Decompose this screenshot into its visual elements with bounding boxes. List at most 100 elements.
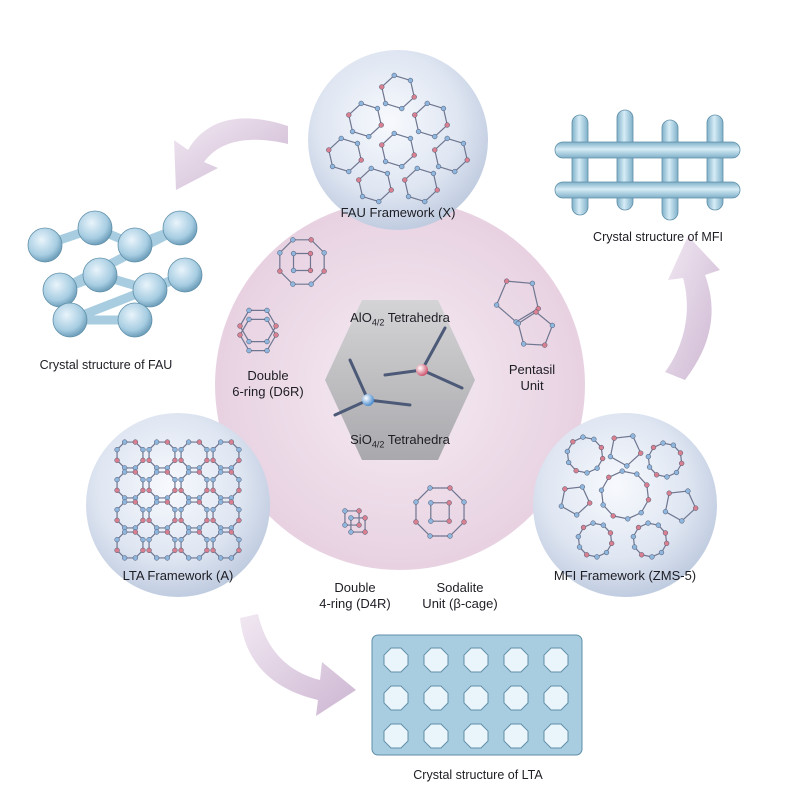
sodalite-atom xyxy=(427,533,433,539)
mfi-ring-atom xyxy=(635,524,642,531)
lta-ring-atom xyxy=(228,469,235,475)
mfi-ring-atom xyxy=(598,487,605,493)
lta-ring-atom xyxy=(114,487,120,494)
mfi-ring-atom xyxy=(594,554,600,560)
fau-ring-atom xyxy=(407,77,414,84)
mfi-framework-sphere xyxy=(533,413,717,597)
fau-ring-atom xyxy=(384,170,391,177)
lta-ring-atom xyxy=(146,446,152,453)
fau-ring-atom xyxy=(374,105,381,112)
fau-ring-atom xyxy=(358,157,364,163)
mfi-ring-atom xyxy=(638,450,644,456)
lta-ring-atom xyxy=(114,476,120,483)
lta-ring-atom xyxy=(164,469,171,475)
sodalite-unit xyxy=(413,485,467,539)
fau-crystal-cage xyxy=(162,210,198,246)
lta-ring-atom xyxy=(132,555,139,561)
lta-ring-atom xyxy=(146,506,152,513)
lta-ring-atom xyxy=(210,547,216,554)
fau-ring-atom xyxy=(359,193,366,200)
d4r-label: Double 4-ring (D4R) xyxy=(319,580,391,613)
mfi-ring-atom xyxy=(644,482,650,488)
lta-ring-atom xyxy=(210,476,216,483)
lta-ring-atom xyxy=(146,487,152,494)
mfi-ring-atom xyxy=(630,533,636,540)
fau-ring-atom xyxy=(432,133,438,140)
lta-ring-atom xyxy=(132,529,139,535)
pentasil-label-line2: Unit xyxy=(520,378,544,394)
fau-ring-atom xyxy=(440,105,447,112)
sodalite-unit-top xyxy=(277,237,327,287)
mfi-ring-atom xyxy=(662,508,669,515)
fau-ring-atom xyxy=(388,187,394,193)
fau-ring-atom xyxy=(382,100,389,107)
pentasil-unit xyxy=(493,278,556,348)
lta-ring-atom xyxy=(236,517,242,524)
mfi-ring-atom xyxy=(562,486,568,492)
pentasil-bond xyxy=(495,280,539,323)
fau-ring-atom xyxy=(432,147,438,153)
mfi-ring-atom xyxy=(611,435,617,441)
lta-framework-sphere xyxy=(86,413,270,597)
fau-framework-structure xyxy=(326,72,470,205)
sodalite-top-atom xyxy=(277,268,283,274)
mfi-ring-atom xyxy=(580,434,586,440)
sodalite-top-atom xyxy=(290,281,296,287)
lta-ring-atom xyxy=(132,439,139,445)
fau-ring-atom xyxy=(430,170,437,177)
lta-ring-atom xyxy=(228,499,235,505)
lta-ring-atom xyxy=(172,446,178,453)
mfi-ring-atom xyxy=(594,465,600,471)
lta-ring-atom xyxy=(185,499,192,505)
lta-ring-atom xyxy=(121,529,128,535)
fau-ring-atom xyxy=(415,128,422,135)
lta-crystal-pore xyxy=(503,685,529,711)
mfi-ring-atom xyxy=(600,502,606,508)
mfi-ring-atom xyxy=(580,524,587,531)
fau-crystal-cage xyxy=(42,272,78,308)
lta-ring-atom xyxy=(153,469,160,475)
sodalite-atom xyxy=(461,499,467,505)
lta-ring-atom xyxy=(146,536,152,543)
lta-ring-atom xyxy=(196,469,203,475)
sio4-label: SiO4/2 Tetrahedra xyxy=(350,432,450,451)
mfi-ring-atom xyxy=(587,500,593,506)
lta-ring-atom xyxy=(178,446,184,453)
d6r-atom xyxy=(246,347,252,354)
lta-crystal-label: Crystal structure of LTA xyxy=(413,768,543,782)
mfi-framework-label: MFI Framework (ZMS-5) xyxy=(553,568,697,583)
fau-ring-atom xyxy=(435,163,442,170)
lta-ring-atom xyxy=(217,469,224,475)
sodalite-top-atom xyxy=(308,237,314,243)
fau-ring-atom xyxy=(407,135,414,142)
pentasil-atom xyxy=(533,309,539,315)
pentasil-label-line1: Pentasil xyxy=(508,362,556,377)
sodalite-atom xyxy=(427,485,433,491)
lta-ring-atom xyxy=(140,536,146,543)
fau-ring-atom xyxy=(391,72,397,79)
mfi-ring-atom xyxy=(624,463,630,469)
pentasil-atom xyxy=(493,302,500,308)
sodalite-atom xyxy=(413,499,419,505)
lta-ring-atom xyxy=(164,499,171,505)
alo4-formula: AlO xyxy=(350,310,372,325)
d4r-atom xyxy=(342,522,348,528)
sodalite-atom xyxy=(428,518,434,524)
lta-ring-atom xyxy=(172,547,178,554)
lta-ring-atom xyxy=(204,547,210,554)
lta-ring-atom xyxy=(178,547,184,554)
mfi-ring-atom xyxy=(575,533,581,540)
d4r-unit xyxy=(342,508,368,535)
lta-ring-atom xyxy=(153,529,160,535)
fau-framework-sphere xyxy=(308,50,488,230)
d6r-atom xyxy=(273,323,279,329)
lta-ring-atom xyxy=(196,499,203,505)
lta-crystal-pore xyxy=(423,685,449,711)
lta-ring-atom xyxy=(217,439,224,445)
fau-crystal-cage xyxy=(117,302,153,338)
mfi-ring-atom xyxy=(603,549,610,556)
lta-crystal-pore xyxy=(543,685,569,711)
d6r-atom xyxy=(273,332,279,338)
fau-ring-atom xyxy=(368,165,374,172)
mfi-ring-atom xyxy=(609,540,615,547)
